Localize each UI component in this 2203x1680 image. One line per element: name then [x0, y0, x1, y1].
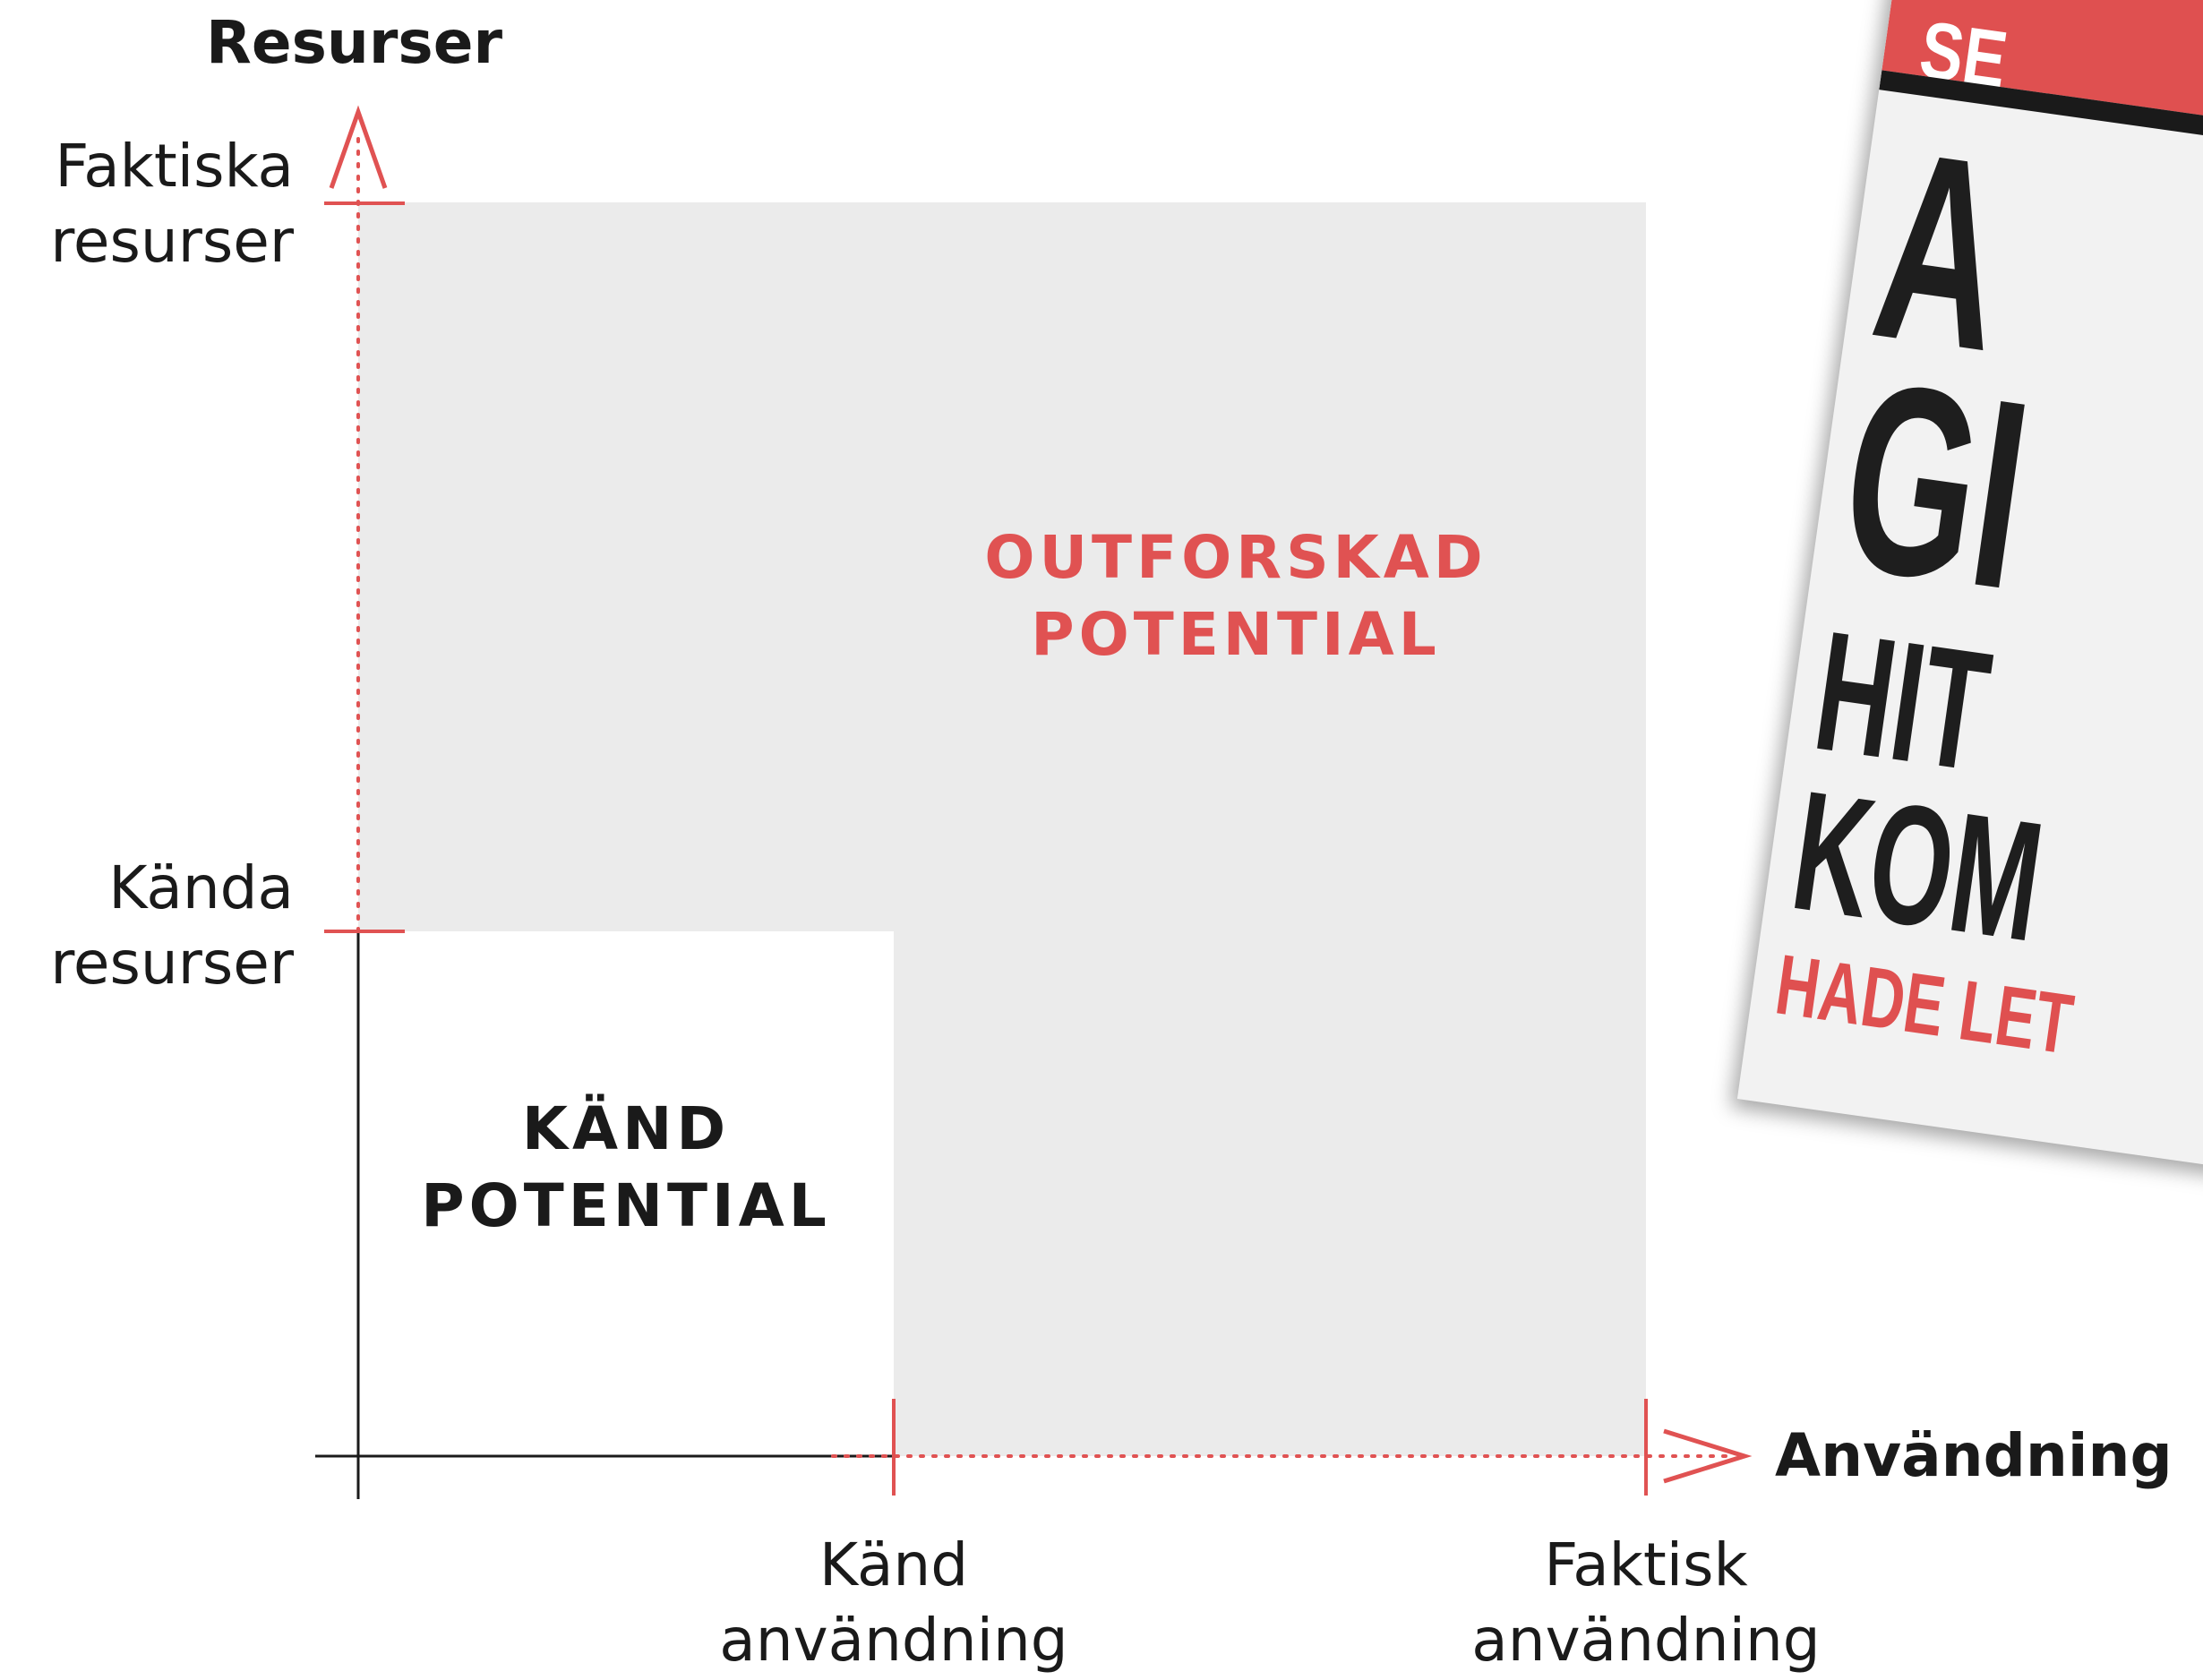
known-potential-line2: POTENTIAL — [421, 1171, 831, 1240]
unexplored-potential-title: OUTFORSKAD POTENTIAL — [896, 519, 1576, 673]
y-label-actual-resources: Faktiska resurser — [50, 129, 294, 279]
y-label-actual-line1: Faktiska — [55, 132, 294, 201]
x-axis-arrowhead — [1663, 1428, 1753, 1484]
x-axis-title: Användning — [1775, 1421, 2173, 1490]
book-cover-line-4: KOM — [1782, 755, 2053, 978]
unexplored-potential-area — [358, 202, 1646, 1456]
known-potential-title: KÄND POTENTIAL — [358, 1091, 894, 1245]
y-label-known-line1: Kända — [108, 853, 294, 922]
y-label-actual-line2: resurser — [50, 207, 294, 276]
x-label-known-line2: användning — [719, 1606, 1068, 1675]
book-cover-line-5: HADE LET — [1770, 937, 2079, 1073]
y-axis-arrowhead — [329, 105, 388, 189]
unexplored-potential-line2: POTENTIAL — [1031, 600, 1441, 669]
y-axis-title: Resurser — [206, 8, 502, 77]
x-label-known-line1: Känd — [819, 1530, 969, 1599]
x-label-actual-line2: användning — [1471, 1606, 1821, 1675]
x-label-actual-usage: Faktisk användning — [1422, 1528, 1870, 1678]
known-potential-line1: KÄND — [521, 1094, 731, 1163]
y-label-known-resources: Kända resurser — [50, 851, 294, 1001]
book-cover-line-2: GI — [1828, 323, 2044, 647]
x-label-actual-line1: Faktisk — [1544, 1530, 1748, 1599]
y-label-known-line2: resurser — [50, 929, 294, 998]
unexplored-potential-line1: OUTFORSKAD — [984, 523, 1487, 592]
x-label-known-usage: Känd användning — [670, 1528, 1118, 1678]
